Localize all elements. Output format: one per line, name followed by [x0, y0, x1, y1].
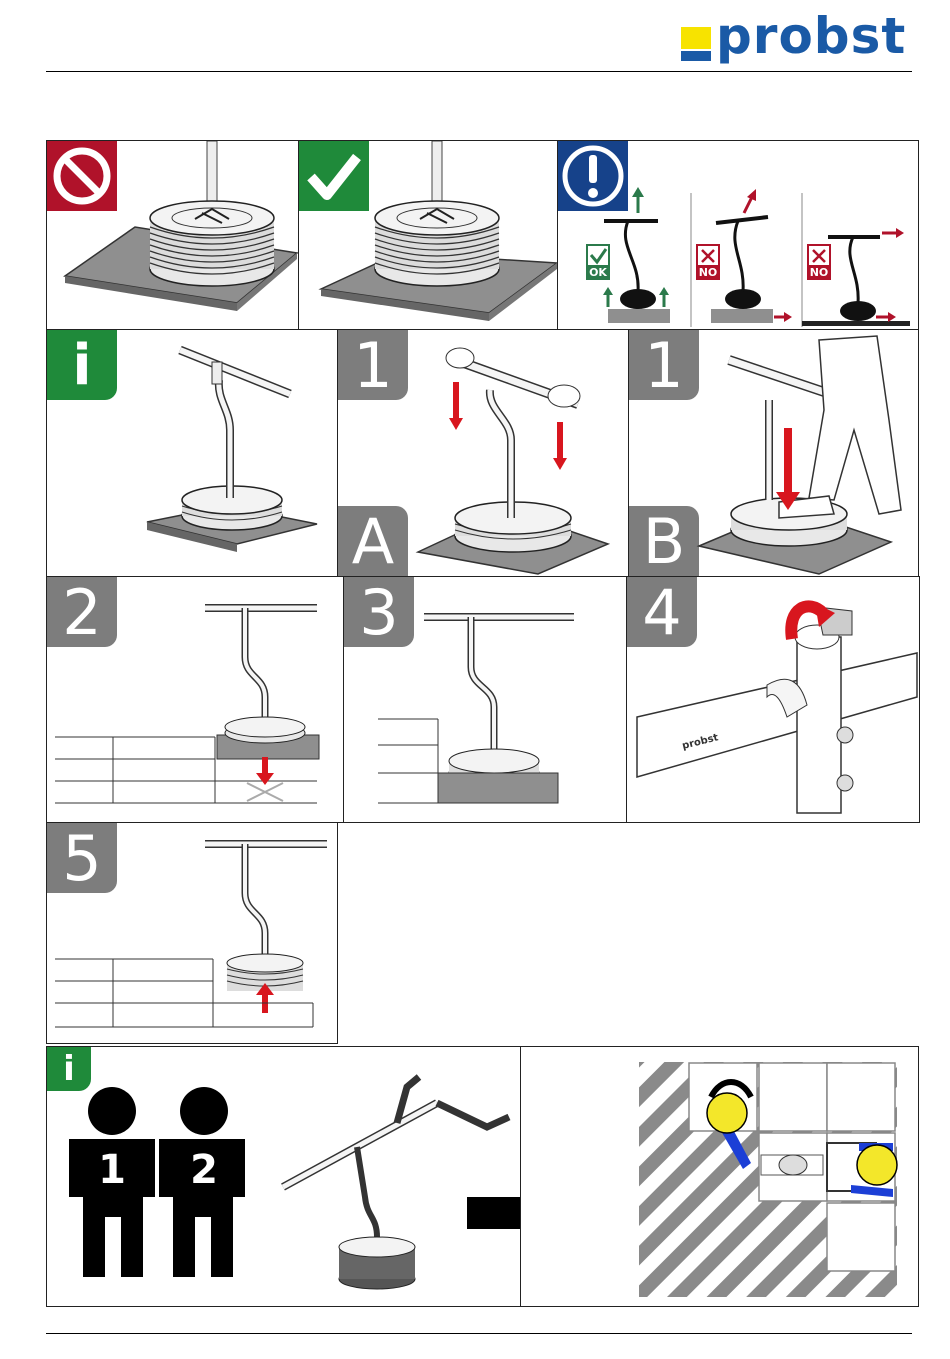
person-2-icon: 2: [159, 1087, 245, 1277]
lifter-top-icon: [779, 1155, 807, 1175]
panel-step-4: 4 probst: [626, 576, 920, 823]
svg-text:OK: OK: [589, 266, 607, 279]
svg-text:2: 2: [190, 1147, 218, 1193]
header-rule: [46, 71, 912, 72]
svg-text:1: 1: [98, 1147, 126, 1193]
panel-step-1a: 1 A: [337, 329, 629, 577]
panel-step-1b: 1 B: [628, 329, 919, 577]
right-arrow-icon: [467, 1175, 521, 1251]
panel-step-2: 2: [46, 576, 344, 823]
svg-text:NO: NO: [699, 266, 718, 279]
panel-prohibited: [46, 140, 299, 330]
panel-top-view: [520, 1046, 919, 1307]
probst-logo-mark: [681, 27, 711, 61]
probst-logo-text: probst: [716, 6, 906, 66]
ok-badge: [299, 141, 369, 211]
scene-no-1: NO: [697, 189, 792, 323]
panel-attention: OK NO: [557, 140, 919, 330]
svg-text:NO: NO: [810, 266, 829, 279]
panel-info-overview: i: [46, 329, 338, 577]
scene-no-2: NO: [802, 228, 910, 326]
handle-tube: [637, 653, 917, 777]
person-legs: [809, 336, 901, 514]
panel-step-5: 5: [46, 822, 338, 1044]
panel-step-3: 3: [343, 576, 627, 823]
person-1-icon: 1: [69, 1087, 155, 1277]
panel-two-person: i 1 2: [46, 1046, 521, 1307]
footer-rule: [46, 1333, 912, 1334]
panel-correct: [298, 140, 558, 330]
